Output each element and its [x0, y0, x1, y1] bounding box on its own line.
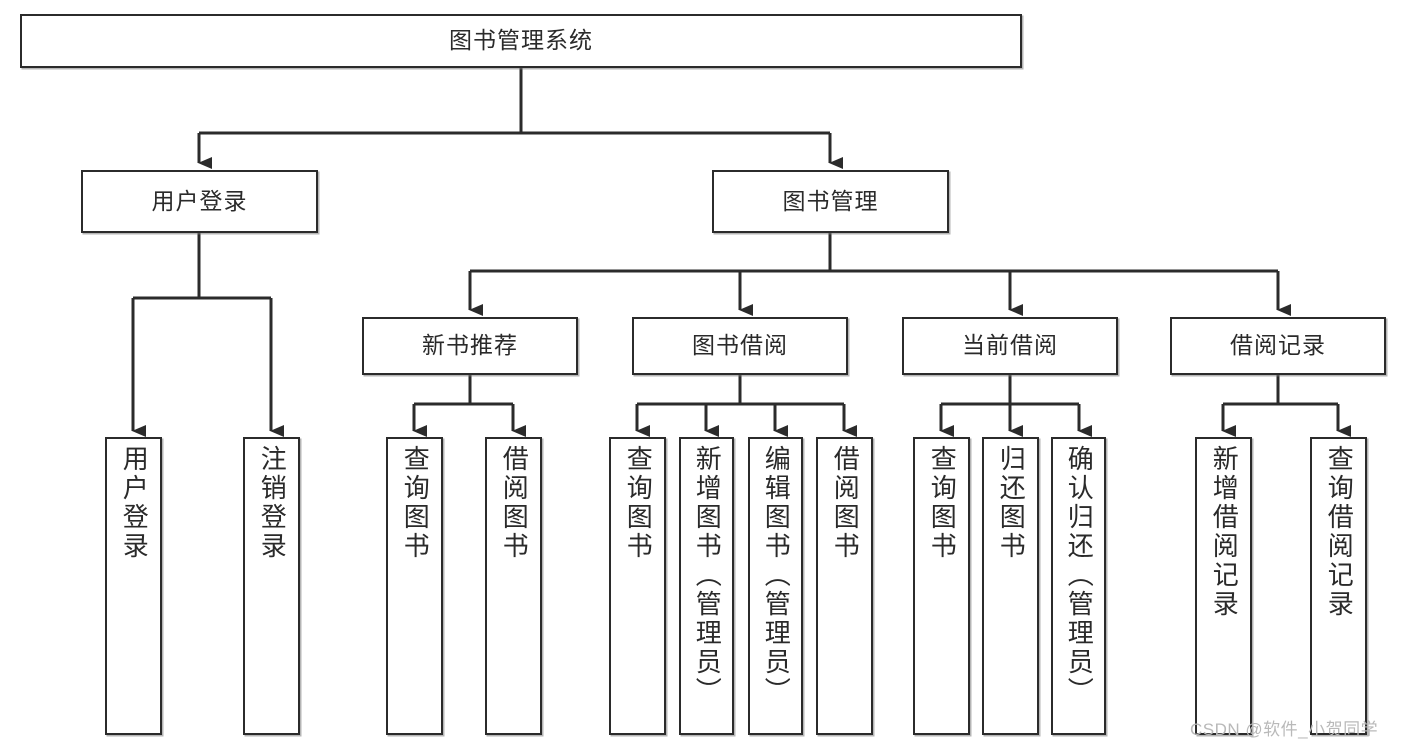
node-leaf-borrow-book[interactable]: 借阅图书	[816, 437, 873, 735]
node-leaf-query-book-current[interactable]: 查询图书	[913, 437, 970, 735]
node-leaf-query-book-borrow[interactable]: 查询图书	[609, 437, 666, 735]
node-leaf-confirm-return-admin[interactable]: 确认归还（管理员）	[1051, 437, 1106, 735]
node-label: 查询图书	[623, 445, 654, 561]
node-leaf-user-login[interactable]: 用户登录	[105, 437, 162, 735]
node-label: 图书管理	[782, 187, 879, 214]
node-label: 借阅记录	[1230, 332, 1326, 359]
node-label: 图书管理系统	[449, 27, 593, 54]
node-label: 图书借阅	[692, 332, 788, 359]
node-root-book-management-system[interactable]: 图书管理系统	[20, 14, 1022, 68]
node-leaf-logout-login[interactable]: 注销登录	[243, 437, 300, 735]
node-label: 用户登录	[119, 445, 150, 561]
node-label: 新书推荐	[422, 332, 518, 359]
node-label: 查询借阅记录	[1324, 445, 1355, 619]
node-borrow-record[interactable]: 借阅记录	[1170, 317, 1386, 375]
node-book-borrow[interactable]: 图书借阅	[632, 317, 848, 375]
node-book-management[interactable]: 图书管理	[712, 170, 949, 233]
node-leaf-return-book[interactable]: 归还图书	[982, 437, 1039, 735]
node-new-book-recommend[interactable]: 新书推荐	[362, 317, 578, 375]
node-leaf-query-borrow-record[interactable]: 查询借阅记录	[1310, 437, 1367, 735]
node-label: 查询图书	[400, 445, 431, 561]
node-label: 新增借阅记录	[1209, 445, 1240, 619]
node-current-borrow[interactable]: 当前借阅	[902, 317, 1118, 375]
node-leaf-edit-book-admin[interactable]: 编辑图书（管理员）	[748, 437, 803, 735]
node-leaf-borrow-book-recommend[interactable]: 借阅图书	[485, 437, 542, 735]
node-leaf-query-book-recommend[interactable]: 查询图书	[386, 437, 443, 735]
node-label: 用户登录	[151, 187, 248, 214]
node-label: 借阅图书	[830, 445, 861, 561]
node-leaf-add-book-admin[interactable]: 新增图书（管理员）	[679, 437, 734, 735]
node-label: 当前借阅	[962, 332, 1058, 359]
node-leaf-add-borrow-record[interactable]: 新增借阅记录	[1195, 437, 1252, 735]
node-label: 新增图书（管理员）	[692, 445, 723, 706]
node-label: 编辑图书（管理员）	[761, 445, 792, 706]
node-label: 注销登录	[257, 445, 288, 561]
watermark-text: CSDN @软件_小贺同学	[1190, 720, 1379, 739]
node-label: 查询图书	[927, 445, 958, 561]
node-user-login[interactable]: 用户登录	[81, 170, 318, 233]
node-label: 借阅图书	[499, 445, 530, 561]
node-label: 归还图书	[996, 445, 1027, 561]
node-label: 确认归还（管理员）	[1064, 445, 1095, 706]
